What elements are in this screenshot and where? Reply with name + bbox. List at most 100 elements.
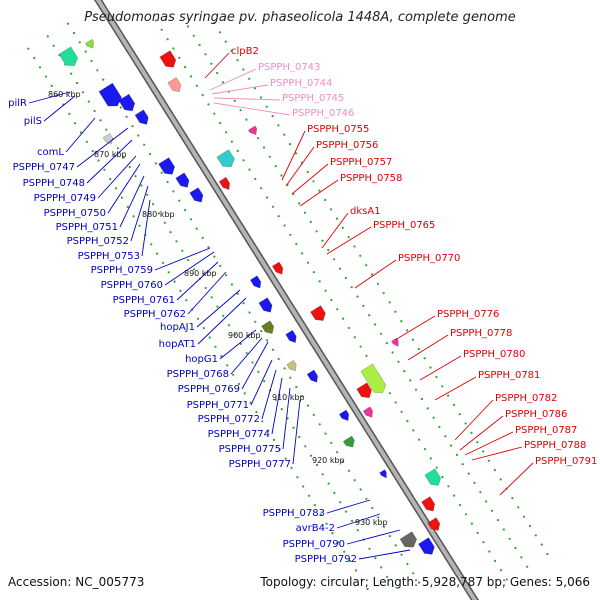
genome-backbone xyxy=(95,0,478,600)
gene-feature-red-5[interactable] xyxy=(310,305,328,324)
track-tick xyxy=(435,466,438,469)
gene-feature-blue-0[interactable] xyxy=(58,46,80,70)
gene-label-right[interactable]: PSPPH_0746 xyxy=(292,108,354,119)
track-tick xyxy=(318,423,321,426)
track-tick xyxy=(213,112,216,115)
gene-feature-blue-3[interactable] xyxy=(134,109,151,127)
gene-label-right[interactable]: PSPPH_0756 xyxy=(316,140,378,151)
gene-feature-blue-14[interactable] xyxy=(342,435,357,450)
gene-label-left[interactable]: PSPPH_0750 xyxy=(44,208,106,219)
gene-label-right[interactable]: dksA1 xyxy=(350,206,381,217)
gene-label-left[interactable]: PSPPH_0792 xyxy=(295,554,357,565)
track-tick xyxy=(344,276,347,279)
gene-label-left[interactable]: pilS xyxy=(24,116,42,127)
gene-feature-red-2[interactable] xyxy=(216,149,237,171)
gene-label-left[interactable]: PSPPH_0772 xyxy=(198,414,260,425)
gene-feature-blue-4[interactable] xyxy=(158,157,178,178)
gene-label-left[interactable]: PSPPH_0760 xyxy=(101,280,163,291)
gene-feature-blue-7[interactable] xyxy=(249,275,263,290)
gene-label-right[interactable]: PSPPH_0786 xyxy=(505,409,567,420)
track-tick xyxy=(262,146,266,149)
gene-label-right[interactable]: PSPPH_0781 xyxy=(478,370,540,381)
gene-label-right[interactable]: PSPPH_0780 xyxy=(463,349,525,360)
gene-label-right[interactable]: PSPPH_0745 xyxy=(282,93,344,104)
gene-feature-red-0[interactable] xyxy=(159,50,179,71)
gene-label-left[interactable]: PSPPH_0752 xyxy=(67,236,129,247)
gene-feature-blue-13[interactable] xyxy=(338,409,351,423)
gene-label-right[interactable]: PSPPH_0791 xyxy=(535,456,597,467)
gene-label-left[interactable]: PSPPH_0762 xyxy=(124,309,186,320)
gene-feature-blue-2[interactable] xyxy=(118,93,138,114)
gene-label-right[interactable]: PSPPH_0787 xyxy=(515,425,577,436)
gene-label-left[interactable]: PSPPH_0774 xyxy=(208,429,270,440)
gene-label-right[interactable]: PSPPH_0758 xyxy=(340,173,402,184)
gene-label-right[interactable]: PSPPH_0755 xyxy=(307,124,369,135)
gene-feature-blue-18[interactable] xyxy=(84,38,96,50)
gene-label-right[interactable]: PSPPH_0743 xyxy=(258,62,320,73)
track-tick xyxy=(272,438,276,441)
gene-label-right[interactable]: PSPPH_0757 xyxy=(330,157,392,168)
gene-label-left[interactable]: PSPPH_0751 xyxy=(56,222,118,233)
gene-label-right[interactable]: PSPPH_0782 xyxy=(495,393,557,404)
gene-label-left[interactable]: PSPPH_0748 xyxy=(23,178,85,189)
gene-feature-blue-9[interactable] xyxy=(261,320,277,336)
feature-tracks xyxy=(27,19,549,591)
gene-feature-red-11[interactable] xyxy=(427,517,443,533)
gene-label-right[interactable]: PSPPH_0788 xyxy=(524,440,586,451)
gene-feature-red-7[interactable] xyxy=(356,382,375,401)
gene-label-left[interactable]: pilR xyxy=(8,98,27,109)
gene-label-left[interactable]: PSPPH_0749 xyxy=(34,193,96,204)
gene-feature-red-10[interactable] xyxy=(421,496,438,514)
gene-label-left[interactable]: hopAT1 xyxy=(159,339,196,350)
gene-feature-blue-16[interactable] xyxy=(399,531,419,551)
gene-label-left[interactable]: PSPPH_0777 xyxy=(229,459,291,470)
track-tick xyxy=(150,243,153,246)
gene-feature-blue-11[interactable] xyxy=(286,359,299,373)
track-tick xyxy=(74,122,77,125)
leader-line xyxy=(499,462,534,496)
gene-feature-red-13[interactable] xyxy=(391,337,401,348)
gene-label-left[interactable]: PSPPH_0759 xyxy=(91,265,153,276)
track-tick xyxy=(301,252,304,255)
gene-label-right[interactable]: PSPPH_0776 xyxy=(437,309,499,320)
gene-label-right[interactable]: PSPPH_0770 xyxy=(398,253,460,264)
gene-label-left[interactable]: PSPPH_0768 xyxy=(167,369,229,380)
gene-label-left[interactable]: avrB4-2 xyxy=(296,523,335,534)
gene-feature-blue-5[interactable] xyxy=(175,172,192,190)
gene-feature-red-3[interactable] xyxy=(218,176,232,191)
gene-label-right[interactable]: PSPPH_0744 xyxy=(270,78,332,89)
gene-label-left[interactable]: PSPPH_0783 xyxy=(263,508,325,519)
track-tick xyxy=(464,422,467,425)
gene-feature-red-1[interactable] xyxy=(167,76,184,94)
gene-label-left[interactable]: hopG1 xyxy=(185,354,218,365)
gene-feature-blue-1[interactable] xyxy=(98,82,124,110)
gene-label-right[interactable]: PSPPH_0765 xyxy=(373,220,435,231)
gene-feature-blue-6[interactable] xyxy=(189,187,206,205)
gene-label-left[interactable]: hopAJ1 xyxy=(160,322,195,333)
gene-feature-red-9[interactable] xyxy=(424,468,444,489)
gene-feature-blue-8[interactable] xyxy=(258,297,275,315)
gene-feature-blue-15[interactable] xyxy=(379,469,389,480)
gene-label-right[interactable]: clpB2 xyxy=(231,46,259,57)
gene-feature-red-8[interactable] xyxy=(362,406,375,420)
gene-label-left[interactable]: PSPPH_0747 xyxy=(13,162,75,173)
gene-feature-blue-17[interactable] xyxy=(418,537,437,558)
gene-feature-red-12[interactable] xyxy=(247,125,259,137)
gene-feature-blue-12[interactable] xyxy=(306,369,320,384)
track-tick xyxy=(482,450,485,453)
gene-feature-red-6[interactable] xyxy=(360,363,389,397)
gene-label-left[interactable]: PSPPH_0769 xyxy=(178,384,240,395)
track-tick xyxy=(189,218,193,221)
gene-feature-blue-10[interactable] xyxy=(285,329,299,344)
gene-label-left[interactable]: PSPPH_0761 xyxy=(113,295,175,306)
gene-label-left[interactable]: PSPPH_0771 xyxy=(187,400,249,411)
gene-label-left[interactable]: comL xyxy=(37,147,64,158)
track-tick xyxy=(187,258,190,262)
gene-label-left[interactable]: PSPPH_0775 xyxy=(219,444,281,455)
track-tick xyxy=(379,332,382,335)
gene-label-right[interactable]: PSPPH_0778 xyxy=(450,328,512,339)
gene-label-left[interactable]: PSPPH_0753 xyxy=(78,251,140,262)
track-tick xyxy=(429,366,432,369)
gene-label-left[interactable]: PSPPH_0790 xyxy=(283,539,345,550)
gene-feature-red-4[interactable] xyxy=(271,261,285,276)
